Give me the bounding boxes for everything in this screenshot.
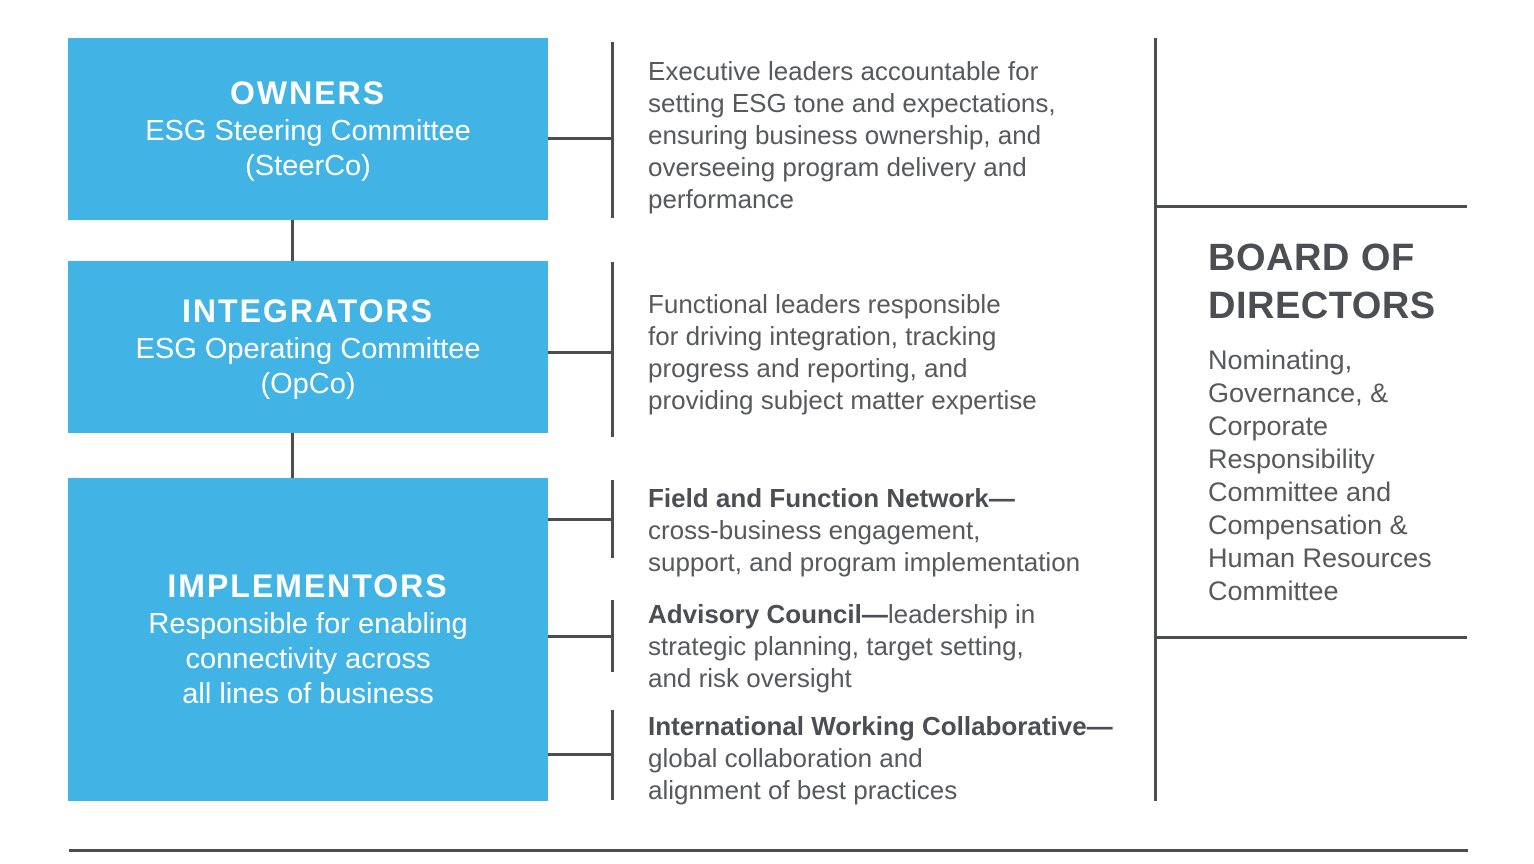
international-working-collaborative-item: International Working Collaborative— glo… [648, 710, 1168, 806]
international-working-collaborative-description: global collaboration and alignment of be… [648, 743, 958, 805]
connector-owners-to-integrators [291, 220, 294, 261]
advisory-council-label: Advisory Council— [648, 599, 888, 629]
integrators-box-subtitle: ESG Operating Committee (OpCo) [135, 333, 481, 400]
connector-implementors-to-advisory-council [548, 635, 612, 638]
connector-integrators-to-description [548, 351, 612, 354]
implementors-box: IMPLEMENTORS Responsible for enabling co… [68, 478, 548, 801]
connector-integrators-to-implementors [291, 433, 294, 478]
advisory-council-rule [611, 600, 614, 672]
integrators-box-title: INTEGRATORS [182, 293, 434, 329]
integrators-description: Functional leaders responsible for drivi… [648, 289, 1037, 415]
advisory-council-item: Advisory Council—leadership in strategic… [648, 598, 1168, 694]
field-and-function-network-label: Field and Function Network— [648, 483, 1015, 513]
board-bracket-top-rule [1154, 205, 1467, 208]
connector-implementors-to-field-network [548, 518, 612, 521]
board-of-directors-title: BOARD OF DIRECTORS [1208, 237, 1436, 327]
international-working-collaborative-label: International Working Collaborative— [648, 711, 1113, 741]
implementors-box-title: IMPLEMENTORS [167, 568, 449, 604]
owners-box: OWNERS ESG Steering Committee (SteerCo) [68, 38, 548, 220]
owners-description-rule [611, 42, 614, 218]
connector-implementors-to-international-collaborative [548, 753, 612, 756]
integrators-description-rule [611, 262, 614, 437]
implementors-box-subtitle: Responsible for enabling connectivity ac… [148, 608, 468, 710]
international-collaborative-rule [611, 710, 614, 800]
board-of-directors-committees: Nominating, Governance, & Corporate Resp… [1208, 345, 1432, 606]
connector-owners-to-description [548, 137, 612, 140]
integrators-box: INTEGRATORS ESG Operating Committee (OpC… [68, 261, 548, 433]
board-bracket-bottom-rule [1154, 636, 1467, 639]
field-network-rule [611, 480, 614, 558]
field-and-function-network-item: Field and Function Network— cross-busine… [648, 482, 1168, 578]
owners-box-subtitle: ESG Steering Committee (SteerCo) [145, 115, 471, 182]
owners-box-title: OWNERS [230, 75, 386, 111]
advisory-council-description: leadership in strategic planning, target… [648, 599, 1036, 693]
bottom-divider-rule [69, 849, 1468, 852]
owners-description: Executive leaders accountable for settin… [648, 56, 1056, 214]
board-bracket-vertical-rule [1154, 38, 1157, 801]
field-and-function-network-description: cross-business engagement, support, and … [648, 515, 1081, 577]
